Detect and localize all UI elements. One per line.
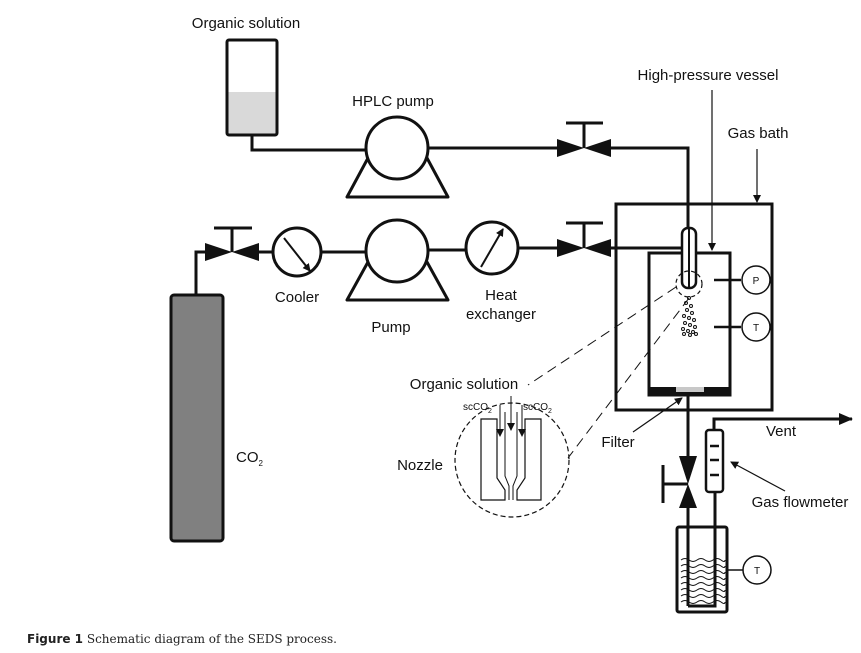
co2-label: CO2 <box>236 449 264 468</box>
temperature-gauge-label: T <box>753 323 759 334</box>
pipe <box>194 250 205 295</box>
pressure-gauge <box>741 265 771 295</box>
filter-pointer <box>632 397 683 433</box>
hplc-pump-label: HPLC pump <box>352 93 434 110</box>
cooler <box>271 226 323 278</box>
hplc-pump <box>345 115 450 199</box>
heat-exchanger-label-line1: Heat <box>485 287 518 304</box>
temperature-gauge <box>741 312 771 342</box>
gas-bath <box>614 202 774 412</box>
nozzle-label: Nozzle <box>397 457 443 474</box>
flowmeter-pointer <box>730 461 786 492</box>
vent-label: Vent <box>766 423 797 440</box>
organic-solution-label: Organic solution <box>192 15 300 32</box>
nozzle-detail <box>454 396 570 518</box>
co2-pump <box>345 218 450 302</box>
trap-temperature-gauge <box>742 555 772 585</box>
gas-bath-label: Gas bath <box>728 125 789 142</box>
spray-particles <box>681 296 698 337</box>
pump-label: Pump <box>371 319 410 336</box>
vessel-nozzle <box>675 226 703 298</box>
scco2-left-label: scCO2 <box>463 402 492 415</box>
co2-cylinder <box>169 293 225 543</box>
pressure-gauge-label: P <box>753 276 760 287</box>
gas-flowmeter-label: Gas flowmeter <box>752 494 849 511</box>
valve-co2 <box>205 226 259 261</box>
gas-flowmeter <box>704 428 725 494</box>
heat-exchanger-label-line2: exchanger <box>466 306 536 323</box>
trap-temperature-gauge-label: T <box>754 566 760 577</box>
figure-number: Figure 1 <box>27 632 84 646</box>
scco2-right-label: scCO2 <box>523 402 552 415</box>
nozzle-leader-line <box>567 297 690 459</box>
filter-label: Filter <box>601 434 634 451</box>
valve-outlet <box>661 456 697 508</box>
figure-caption: Figure 1 Schematic diagram of the SEDS p… <box>27 632 337 646</box>
cooler-label: Cooler <box>275 289 319 306</box>
organic-solution-reservoir <box>225 38 279 137</box>
pipe <box>250 135 366 152</box>
vent-pipe <box>712 413 853 430</box>
nozzle-leader-line <box>527 286 677 386</box>
heat-exchanger <box>464 220 520 276</box>
nozzle-organic-solution-label: Organic solution <box>410 376 518 393</box>
caption-text: Schematic diagram of the SEDS process. <box>83 632 337 646</box>
valve-lower <box>557 221 611 257</box>
pipe <box>611 146 690 232</box>
valve-upper <box>557 121 611 157</box>
cold-trap <box>675 492 729 614</box>
high-pressure-vessel-label: High-pressure vessel <box>638 67 779 84</box>
